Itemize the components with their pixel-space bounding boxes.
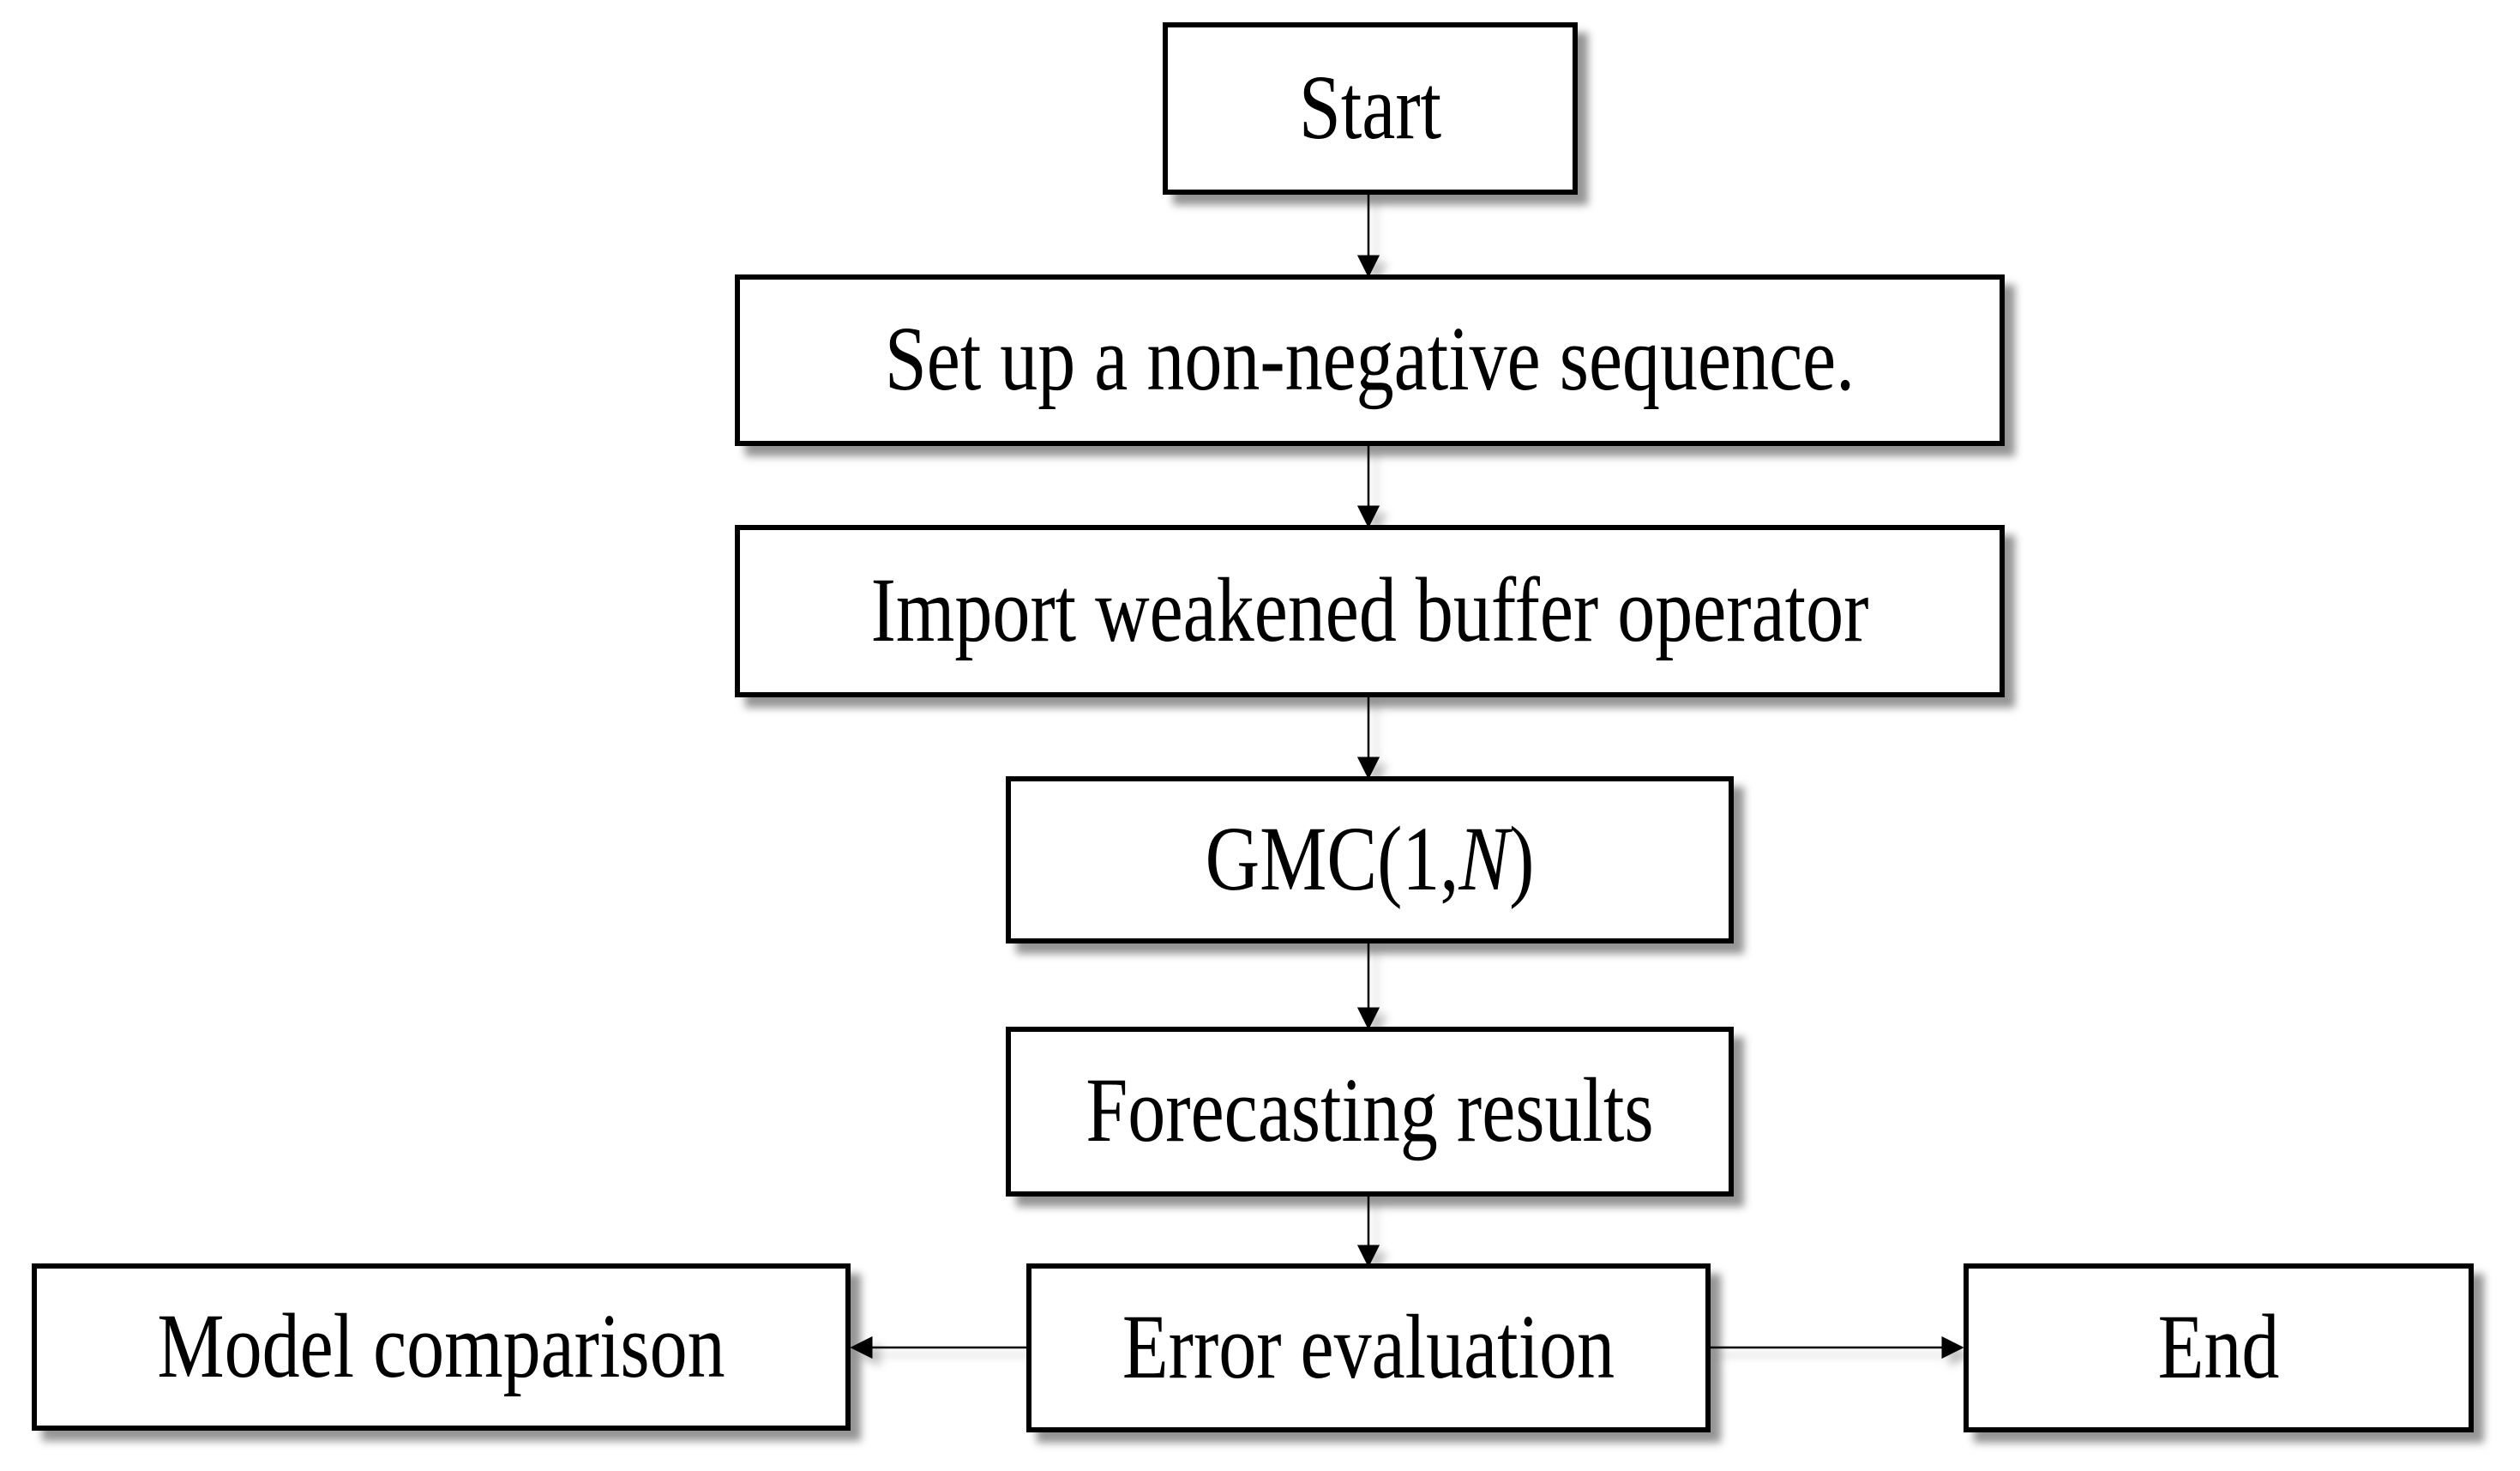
- flow-node-forecasting-results-label: Forecasting results: [1086, 1060, 1654, 1162]
- flow-node-start: Start: [1163, 22, 1578, 195]
- flow-node-error-evaluation-label: Error evaluation: [1122, 1296, 1615, 1399]
- flow-node-import-buffer-operator: Import weakened buffer operator: [735, 525, 2005, 697]
- flow-node-model-comparison: Model comparison: [32, 1263, 851, 1431]
- flow-node-setup-sequence: Set up a non-negative sequence.: [735, 274, 2005, 446]
- gmc-label-variable: N: [1458, 808, 1510, 911]
- flow-node-start-label: Start: [1298, 57, 1442, 160]
- flow-node-import-buffer-operator-label: Import weakened buffer operator: [870, 559, 1869, 662]
- flow-node-end-label: End: [2157, 1296, 2280, 1399]
- flow-node-forecasting-results: Forecasting results: [1006, 1027, 1734, 1197]
- flow-node-gmc-model-label: GMC(1,N): [1206, 813, 1535, 906]
- gmc-label-suffix: ): [1509, 808, 1535, 911]
- flow-node-end: End: [1964, 1263, 2474, 1432]
- flow-node-gmc-model: GMC(1,N): [1006, 776, 1734, 943]
- gmc-label-prefix: GMC(1,: [1205, 808, 1459, 911]
- flow-node-error-evaluation: Error evaluation: [1026, 1263, 1711, 1432]
- flow-node-model-comparison-label: Model comparison: [157, 1295, 725, 1398]
- flow-node-setup-sequence-label: Set up a non-negative sequence.: [884, 309, 1855, 411]
